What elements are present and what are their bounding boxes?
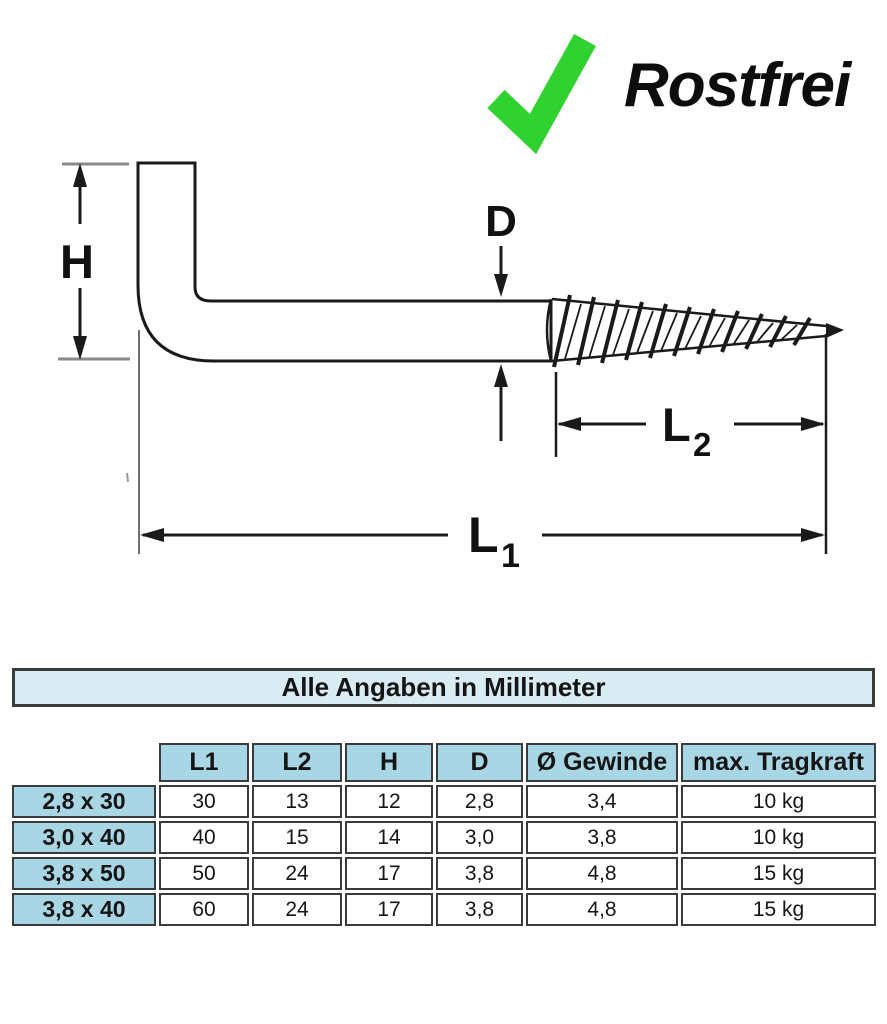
table-cell: 10 kg bbox=[681, 785, 876, 818]
table-cell: 40 bbox=[159, 821, 249, 854]
arrow-down-icon bbox=[73, 336, 87, 360]
screw-tip bbox=[826, 323, 844, 338]
table-cell: 3,8 bbox=[436, 857, 523, 890]
table-cell: 15 bbox=[252, 821, 342, 854]
h-label: H bbox=[60, 235, 94, 288]
screw-thread bbox=[545, 294, 844, 368]
table-cell: 3,8 bbox=[436, 893, 523, 926]
table-cell: 3,8 bbox=[526, 821, 678, 854]
arrow-left-icon bbox=[557, 417, 581, 431]
table-cell: 13 bbox=[252, 785, 342, 818]
table-cell: 14 bbox=[345, 821, 433, 854]
l2-label-sub: 2 bbox=[693, 426, 711, 463]
table-cell: 3,4 bbox=[526, 785, 678, 818]
table-cell: 4,8 bbox=[526, 893, 678, 926]
table-cell: 60 bbox=[159, 893, 249, 926]
row-label: 3,8 x 50 bbox=[12, 857, 156, 890]
table-cell: 24 bbox=[252, 857, 342, 890]
checkmark-icon bbox=[487, 33, 596, 155]
rostfrei-label: Rostfrei bbox=[624, 50, 851, 120]
arrow-up-icon bbox=[73, 163, 87, 187]
arrow-right-icon bbox=[801, 417, 825, 431]
d-dimension: D bbox=[485, 197, 517, 441]
dimensions-table: L1 L2 H D Ø Gewinde max. Tragkraft 2,8 x… bbox=[12, 743, 876, 926]
l1-label: L bbox=[468, 507, 499, 563]
arrow-left-icon bbox=[140, 528, 164, 542]
artifact-tick bbox=[126, 472, 129, 483]
column-header-gewinde: Ø Gewinde bbox=[526, 743, 678, 782]
hook-body bbox=[136, 161, 553, 363]
arrow-down-icon bbox=[494, 274, 508, 297]
column-header-l2: L2 bbox=[252, 743, 342, 782]
row-label: 2,8 x 30 bbox=[12, 785, 156, 818]
h-dimension: H bbox=[58, 162, 130, 361]
table-cell: 30 bbox=[159, 785, 249, 818]
screw-hook-diagram: H D L 2 L 1 bbox=[58, 33, 844, 575]
row-label: 3,0 x 40 bbox=[12, 821, 156, 854]
table-cell: 17 bbox=[345, 857, 433, 890]
arrow-right-icon bbox=[801, 528, 825, 542]
table-cell: 24 bbox=[252, 893, 342, 926]
table-cell: 15 kg bbox=[681, 893, 876, 926]
l2-dimension: L 2 bbox=[554, 334, 828, 554]
table-cell: 50 bbox=[159, 857, 249, 890]
table-cell: 3,0 bbox=[436, 821, 523, 854]
column-header-tragkraft: max. Tragkraft bbox=[681, 743, 876, 782]
d-label: D bbox=[485, 197, 517, 246]
table-cell: 15 kg bbox=[681, 857, 876, 890]
arrow-up-icon bbox=[494, 364, 508, 387]
table-cell: 12 bbox=[345, 785, 433, 818]
column-header-l1: L1 bbox=[159, 743, 249, 782]
table-cell: 2,8 bbox=[436, 785, 523, 818]
table-cell: 4,8 bbox=[526, 857, 678, 890]
table-caption: Alle Angaben in Millimeter bbox=[12, 668, 875, 707]
table-cell: 10 kg bbox=[681, 821, 876, 854]
header-spacer bbox=[12, 743, 156, 782]
l2-label: L bbox=[662, 398, 691, 451]
column-header-h: H bbox=[345, 743, 433, 782]
column-header-d: D bbox=[436, 743, 523, 782]
l1-label-sub: 1 bbox=[501, 537, 520, 575]
l1-dimension: L 1 bbox=[140, 507, 825, 575]
row-label: 3,8 x 40 bbox=[12, 893, 156, 926]
table-cell: 17 bbox=[345, 893, 433, 926]
